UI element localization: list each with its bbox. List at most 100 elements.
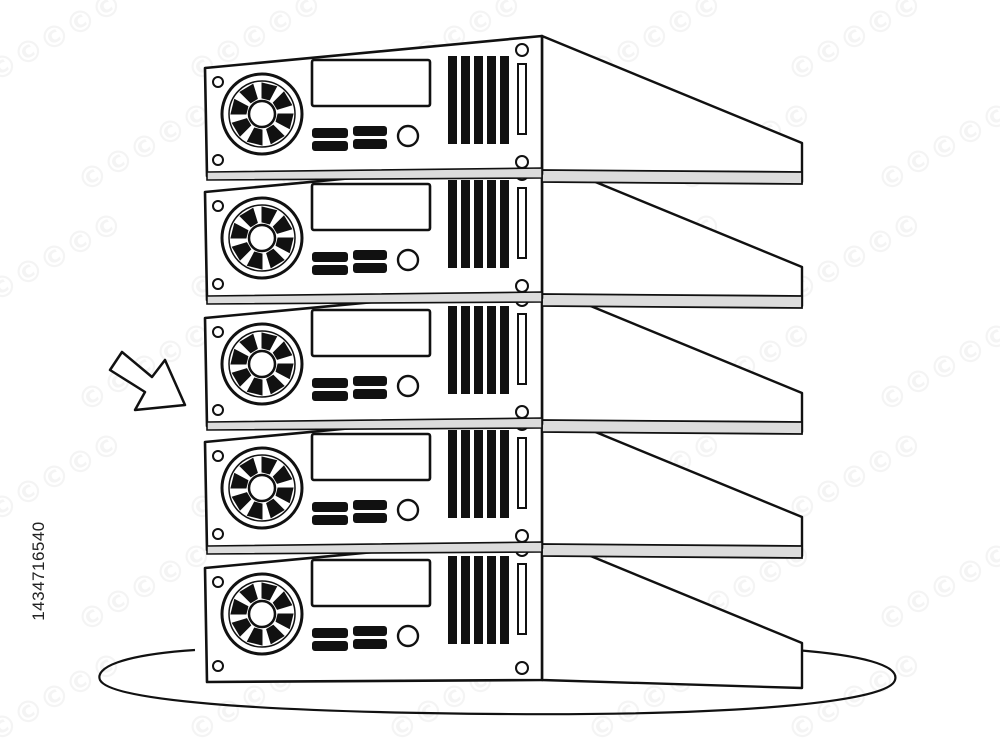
button-slot: [353, 500, 387, 510]
screw-icon: [212, 76, 224, 88]
fan-blade: [266, 624, 285, 645]
rack-handle: [517, 187, 527, 259]
display-window: [310, 432, 432, 482]
vent-slot: [487, 56, 496, 144]
fan-blade: [230, 598, 249, 615]
vent-slot: [448, 306, 457, 394]
vent-slot: [448, 180, 457, 268]
fan-hub: [247, 99, 277, 129]
screw-icon: [212, 404, 224, 416]
screw-icon: [515, 279, 529, 293]
vent-slot: [474, 180, 483, 268]
fan-icon: [220, 196, 304, 280]
vent-slot: [474, 556, 483, 644]
fan-blade: [246, 627, 263, 646]
fan-blade: [230, 98, 249, 115]
fan-blade: [266, 374, 285, 395]
vent-slot: [500, 430, 509, 518]
fan-blade: [246, 127, 263, 146]
button-slot: [353, 389, 387, 399]
fan-icon: [220, 446, 304, 530]
vent-slot: [461, 306, 470, 394]
screw-icon: [515, 155, 529, 169]
vent-slot: [487, 556, 496, 644]
vent-slot: [500, 56, 509, 144]
vent-slot: [448, 556, 457, 644]
fan-blade: [261, 82, 278, 101]
fan-blade: [275, 363, 294, 380]
vent-slot: [474, 56, 483, 144]
fan-icon: [220, 572, 304, 656]
fan-blade: [246, 251, 263, 270]
screw-icon: [212, 200, 224, 212]
vent-slot: [500, 306, 509, 394]
vent-slot: [461, 556, 470, 644]
vent-slot: [487, 306, 496, 394]
fan-blade: [239, 333, 258, 354]
fan-blade: [261, 332, 278, 351]
fan-blade: [275, 113, 294, 130]
fan-icon: [220, 322, 304, 406]
screw-icon: [212, 278, 224, 290]
server-side-panel: [540, 34, 804, 184]
server-front-shade: [206, 291, 543, 305]
button-slot: [312, 391, 348, 401]
vent-slot: [474, 430, 483, 518]
fan-hub: [247, 599, 277, 629]
fan-blade: [239, 207, 258, 228]
screw-icon: [515, 405, 529, 419]
display-window: [310, 58, 432, 108]
fan-blade: [261, 582, 278, 601]
server-side-shade: [541, 543, 803, 559]
server-unit: [203, 408, 804, 559]
fan-blade: [230, 348, 249, 365]
fan-blade: [272, 215, 293, 234]
fan-blade: [230, 222, 249, 239]
button-slot: [312, 641, 348, 651]
vent-slot: [487, 430, 496, 518]
button-slot: [312, 252, 348, 262]
fan-blade: [231, 242, 252, 261]
power-button-icon: [396, 374, 420, 398]
vent-slot: [461, 56, 470, 144]
fan-blade: [272, 341, 293, 360]
fan-blade: [231, 492, 252, 511]
screw-icon: [212, 660, 224, 672]
fan-blade: [261, 456, 278, 475]
server-front-shade: [206, 541, 543, 555]
fan-blade: [246, 377, 263, 396]
server-side-shade: [541, 169, 803, 185]
vent-slot: [448, 56, 457, 144]
fan-hub: [247, 473, 277, 503]
fan-hub: [247, 223, 277, 253]
screw-icon: [515, 661, 529, 675]
screw-icon: [515, 43, 529, 57]
button-slot: [353, 513, 387, 523]
fan-blade: [239, 457, 258, 478]
vent-slot: [487, 180, 496, 268]
vent-slot: [474, 306, 483, 394]
screw-icon: [212, 576, 224, 588]
rack-handle: [517, 437, 527, 509]
rack-handle: [517, 63, 527, 135]
fan-blade: [266, 124, 285, 145]
button-slot: [312, 265, 348, 275]
fan-blade: [239, 83, 258, 104]
server-front-shade: [206, 167, 543, 181]
screw-icon: [212, 154, 224, 166]
button-slot: [312, 502, 348, 512]
button-slot: [312, 128, 348, 138]
server-unit: [203, 284, 804, 435]
fan-blade: [266, 248, 285, 269]
fan-blade: [266, 498, 285, 519]
vent-slot: [500, 556, 509, 644]
button-slot: [353, 250, 387, 260]
power-button-icon: [396, 124, 420, 148]
fan-blade: [261, 206, 278, 225]
vent-slot: [500, 180, 509, 268]
button-slot: [353, 376, 387, 386]
server-unit: [203, 34, 804, 185]
server-front-shade: [206, 417, 543, 431]
screw-icon: [212, 528, 224, 540]
